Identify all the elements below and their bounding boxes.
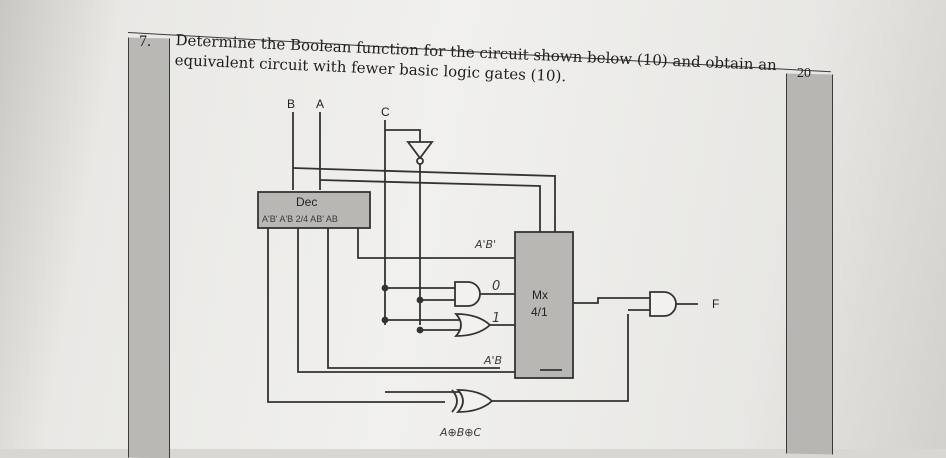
mux-label: Mx [532,288,548,302]
inverter-bubble [416,157,424,165]
mux-sublabel: 4/1 [531,305,548,319]
decoder-handwritten-outputs: A'B' A'B 2/4 AB' AB [262,214,338,224]
note-xor: A⊕B⊕C [439,426,482,439]
note-i3: A'B [483,354,502,367]
wire-select-a [319,179,541,235]
note-i1: 0 [492,279,500,294]
input-b-label: B [287,97,295,111]
output-and-gate [649,291,677,317]
decoder-label: Dec [296,195,317,209]
output-f-label: F [712,297,719,311]
junction-dot [416,326,424,334]
wire-dec-out0 [267,228,445,403]
note-i2: 1 [492,311,500,326]
junction-dot [381,316,389,324]
wire-c-inverter [385,129,421,142]
question-number: 7. [139,33,151,50]
wire-dec-out3 [357,228,515,259]
and-gate [454,281,481,307]
input-a-label: A [316,97,324,111]
mux-box [514,231,574,379]
wire-xor-out [492,314,629,402]
decoder-box [257,191,371,229]
xor-back-curve [451,389,458,413]
note-i0: A'B' [474,238,496,251]
wire-dec-out1 [297,228,515,373]
junction-dot [381,284,389,292]
or-gate [453,313,492,337]
wire-mux-out [573,297,650,304]
inverter-gate [406,141,434,160]
question-marks: 20 [797,66,811,81]
wire-dec-out2 [327,228,500,369]
junction-dot [416,296,424,304]
wire-select-b [292,167,556,235]
input-c-label: C [381,105,390,119]
xor-gate [455,389,494,413]
